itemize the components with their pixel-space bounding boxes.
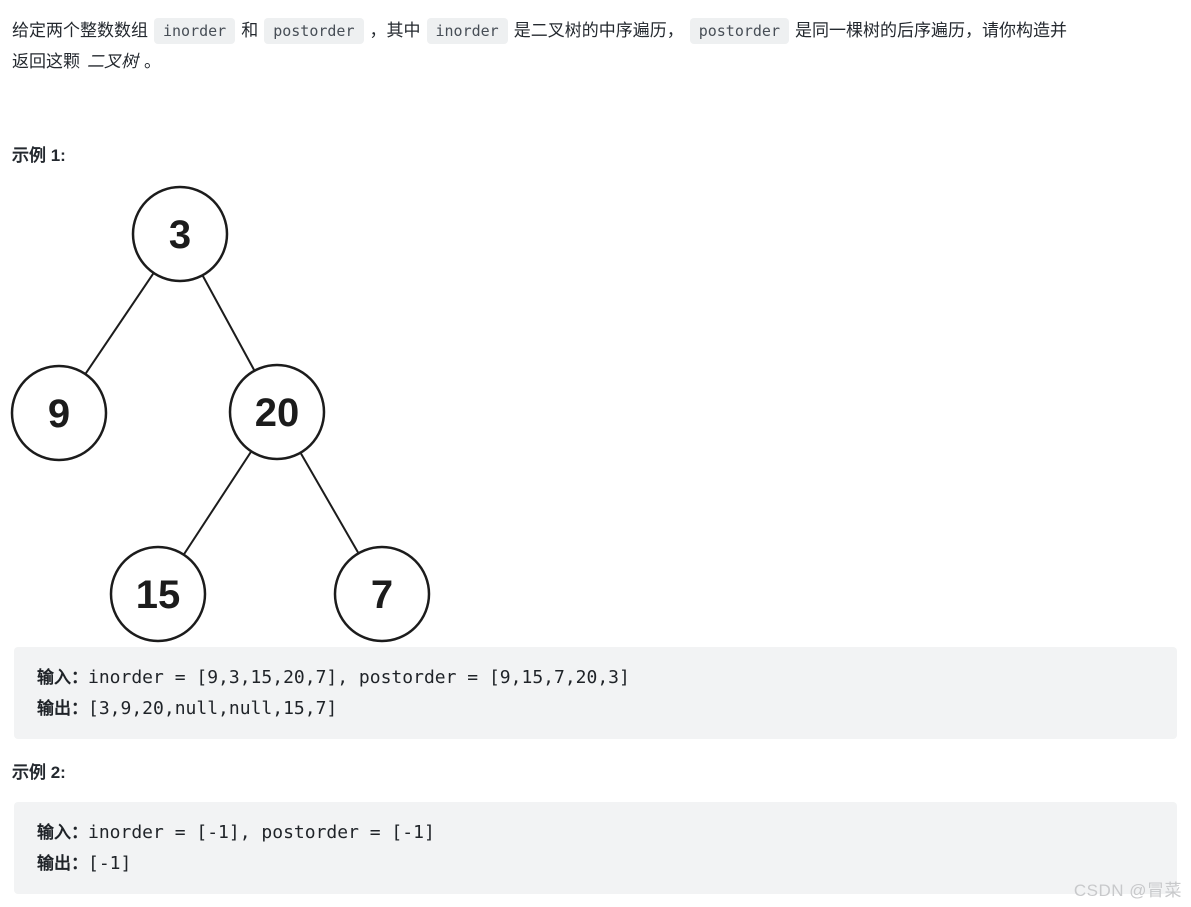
example-2-code-block: 输入：inorder = [-1], postorder = [-1] 输出：[…	[14, 802, 1177, 894]
binary-tree-diagram: 3 9 20 15 7	[10, 185, 431, 643]
tree-node-circle	[109, 545, 207, 643]
intro-paragraph-line1: 给定两个整数数组 inorder 和 postorder ，其中 inorder 是二叉树的…	[12, 15, 1177, 46]
intro-text: 和	[241, 21, 259, 40]
input-label: 输入：	[37, 668, 88, 687]
output-value: [3,9,20,null,null,15,7]	[88, 698, 338, 719]
intro-text: ，其中	[369, 21, 421, 40]
example-1-output-line: 输出：[3,9,20,null,null,15,7]	[37, 693, 1154, 724]
intro-text: 。	[144, 52, 161, 71]
intro-text: 给定两个整数数组	[12, 21, 148, 40]
example-1-heading: 示例 1:	[12, 146, 66, 165]
example-2-input-line: 输入：inorder = [-1], postorder = [-1]	[37, 817, 1154, 848]
intro-text: 是同一棵树的后序遍历，请你构造并	[795, 21, 1067, 40]
inline-code-postorder: postorder	[264, 18, 364, 44]
example-1-input-line: 输入：inorder = [9,3,15,20,7], postorder = …	[37, 662, 1154, 693]
output-value: [-1]	[88, 853, 132, 874]
input-value: inorder = [9,3,15,20,7], postorder = [9,…	[88, 667, 630, 688]
tree-node-label: 7	[371, 573, 393, 617]
tree-node-circle	[131, 185, 229, 283]
tree-node-label: 15	[136, 573, 181, 617]
tree-node-circle	[228, 363, 326, 461]
tree-node-circle	[10, 364, 108, 462]
example-1-code-block: 输入：inorder = [9,3,15,20,7], postorder = …	[14, 647, 1177, 739]
intro-text: 返回这颗	[12, 52, 80, 71]
csdn-watermark: CSDN @冒菜	[1073, 881, 1182, 900]
inline-code-inorder: inorder	[154, 18, 236, 44]
intro-paragraph-line2: 返回这颗二叉树。	[12, 46, 1177, 77]
emphasis-binary-tree: 二叉树	[87, 52, 138, 71]
input-label: 输入：	[37, 823, 88, 842]
output-label: 输出：	[37, 854, 88, 873]
inline-code-postorder: postorder	[689, 18, 789, 44]
example-2-heading: 示例 2:	[12, 763, 66, 782]
intro-text: 是二叉树的中序遍历，	[513, 21, 684, 40]
input-value: inorder = [-1], postorder = [-1]	[88, 822, 435, 843]
tree-node-circle	[333, 545, 431, 643]
example-2-output-line: 输出：[-1]	[37, 848, 1154, 879]
output-label: 输出：	[37, 699, 88, 718]
tree-node-label: 3	[169, 213, 191, 257]
inline-code-inorder: inorder	[426, 18, 508, 44]
tree-node-label: 20	[255, 391, 300, 435]
tree-node-label: 9	[48, 392, 70, 436]
